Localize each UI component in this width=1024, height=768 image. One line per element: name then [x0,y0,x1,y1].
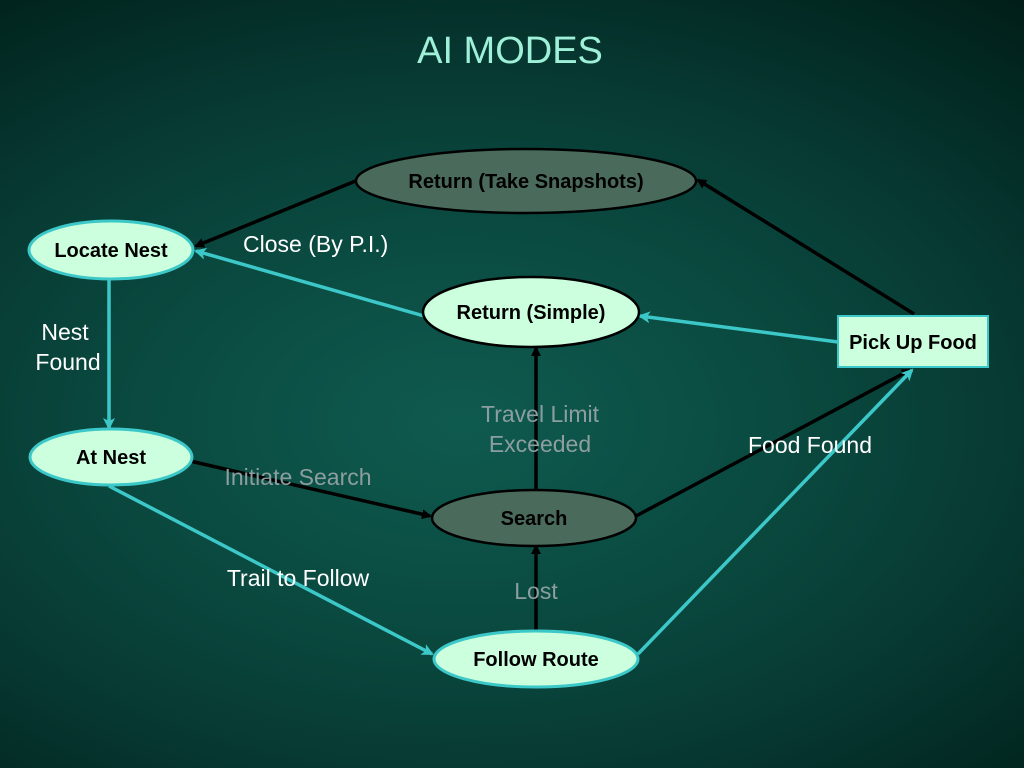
node-return-simple[interactable]: Return (Simple) [421,275,641,349]
label-travel-limit-line1: Travel Limit [481,401,600,427]
label-nest-found-line2: Found [35,349,100,375]
node-at-nest-label: At Nest [76,447,146,469]
edge-pick-up-to-snapshots [696,178,915,316]
edge-return-simple-to-locate-nest [194,247,425,318]
node-at-nest[interactable]: At Nest [28,427,194,487]
edge-at-nest-to-follow-route [108,484,434,656]
node-pick-up-food-label: Pick Up Food [849,332,977,354]
edge-search-to-pick-up [635,368,912,518]
node-search[interactable]: Search [430,488,638,548]
page-title: AI MODES [417,30,603,72]
node-search-label: Search [501,508,568,530]
label-travel-limit-line2: Exceeded [489,431,591,457]
label-lost: Lost [514,578,558,604]
node-follow-route-label: Follow Route [473,649,599,671]
edges [103,178,915,656]
label-nest-found-line1: Nest [41,319,89,345]
node-return-snapshots-label: Return (Take Snapshots) [408,171,643,193]
edge-snapshots-to-locate-nest [194,178,359,248]
node-follow-route[interactable]: Follow Route [432,629,640,689]
label-close-by-pi: Close (By P.I.) [243,231,388,257]
edge-follow-route-to-pick-up [636,368,914,656]
edge-at-nest-to-search [189,459,432,520]
node-return-snapshots[interactable]: Return (Take Snapshots) [354,147,698,215]
edge-labels: Close (By P.I.) Nest Found Travel Limit … [35,231,872,604]
node-locate-nest[interactable]: Locate Nest [27,219,195,281]
edge-pick-up-to-return-simple [638,311,839,344]
node-return-simple-label: Return (Simple) [457,302,606,324]
node-locate-nest-label: Locate Nest [54,240,168,262]
node-pick-up-food[interactable]: Pick Up Food [837,315,989,368]
label-food-found: Food Found [748,432,872,458]
label-initiate-search: Initiate Search [224,464,371,490]
label-trail-to-follow: Trail to Follow [227,565,370,591]
